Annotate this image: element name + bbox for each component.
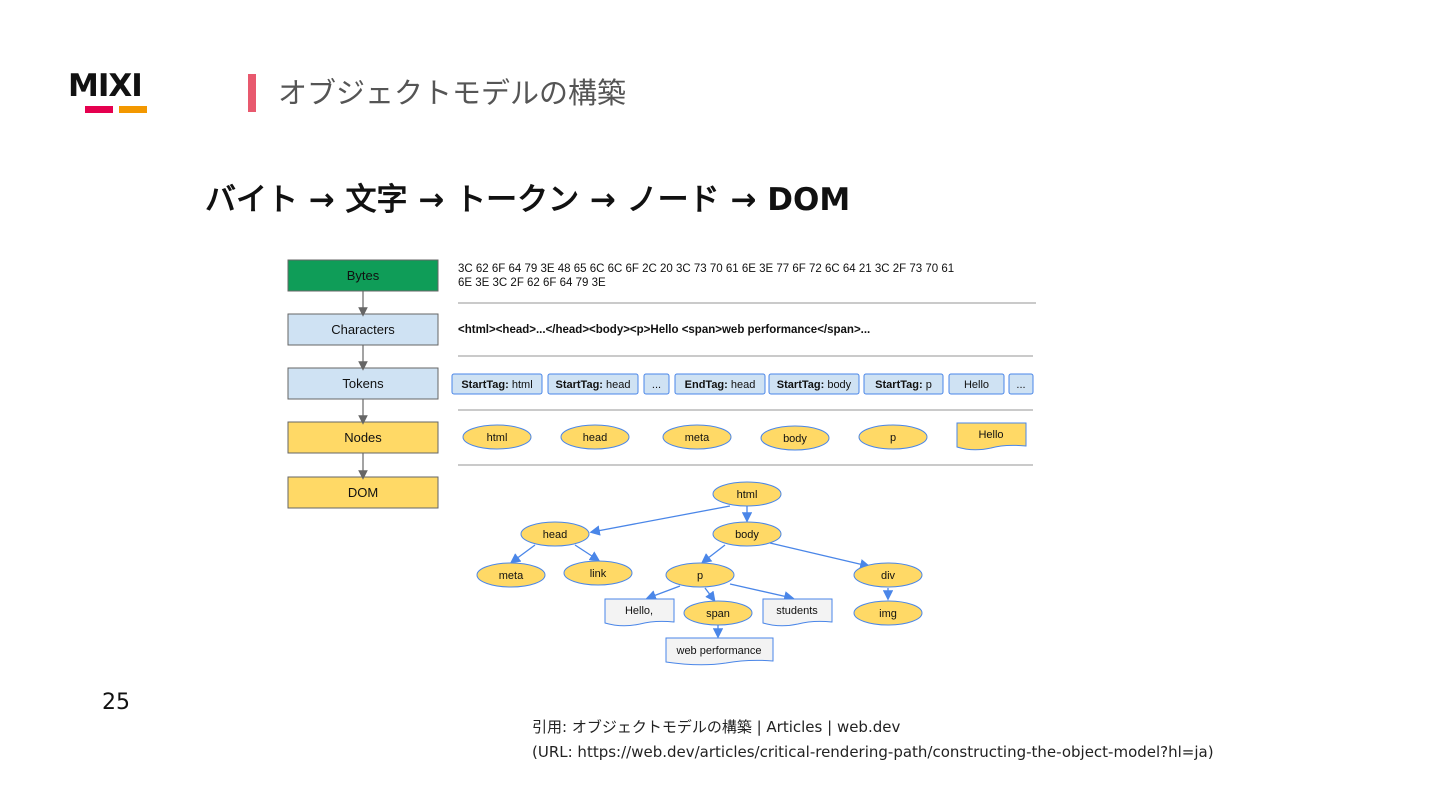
bytes-line-2: 6E 3E 3C 2F 62 6F 64 79 3E (458, 277, 606, 289)
svg-text:span: span (706, 608, 730, 620)
logo-bar-orange (119, 106, 147, 113)
dom-tree: html head body meta link p div Hello, (476, 481, 923, 666)
dom-node-link: link (563, 560, 633, 586)
dom-edge (509, 544, 536, 564)
svg-text:Hello: Hello (964, 379, 989, 391)
slide-title: オブジェクトモデルの構築 (278, 76, 627, 110)
stage-tokens: Tokens (287, 367, 439, 400)
svg-text:StartTag: body: StartTag: body (777, 379, 852, 391)
bytes-line-1: 3C 62 6F 64 79 3E 48 65 6C 6C 6F 2C 20 3… (458, 263, 954, 275)
svg-text:StartTag: html: StartTag: html (461, 379, 532, 391)
node-list: html head meta body p Hello (462, 422, 1027, 451)
dom-node-span: span (683, 600, 753, 626)
svg-text:html: html (737, 489, 758, 501)
svg-text:link: link (590, 568, 607, 580)
stage-nodes-label: Nodes (344, 430, 382, 445)
dom-edge (769, 542, 871, 570)
dom-edge (700, 544, 726, 564)
title-accent-bar (248, 74, 256, 112)
svg-text:body: body (735, 529, 759, 541)
svg-text:img: img (879, 608, 897, 620)
svg-text:...: ... (1016, 379, 1025, 391)
node-html: html (462, 424, 532, 450)
dom-node-meta: meta (476, 562, 546, 588)
stage-dom-label: DOM (348, 485, 378, 500)
svg-text:web performance: web performance (676, 645, 762, 657)
citation-url: (URL: https://web.dev/articles/critical-… (532, 743, 1214, 761)
svg-text:meta: meta (685, 432, 710, 444)
svg-text:p: p (697, 570, 703, 582)
token-starttag-head: StartTag: head (547, 373, 639, 395)
svg-text:StartTag: p: StartTag: p (875, 379, 932, 391)
logo-bar-pink (85, 106, 113, 113)
svg-text:Hello: Hello (978, 429, 1003, 441)
dom-node-img: img (853, 600, 923, 626)
token-starttag-body: StartTag: body (768, 373, 860, 395)
dom-edge (704, 587, 716, 603)
svg-text:div: div (881, 570, 896, 582)
object-model-diagram: Bytes Characters Tokens Nodes DOM 3C 62 … (287, 259, 1036, 666)
stage-tokens-label: Tokens (342, 376, 384, 391)
dom-edge (729, 583, 795, 602)
dom-edge (574, 544, 601, 562)
node-body: body (760, 425, 830, 451)
svg-text:p: p (890, 432, 896, 444)
token-list: StartTag: html StartTag: head ... EndTag… (451, 373, 1034, 395)
characters-text: <html><head>...</head><body><p>Hello <sp… (458, 324, 870, 336)
token-endtag-head: EndTag: head (674, 373, 766, 395)
dom-text-hello: Hello, (604, 598, 675, 627)
stage-nodes: Nodes (287, 421, 439, 454)
pipeline-stages: Bytes Characters Tokens Nodes DOM (287, 259, 439, 509)
dom-node-head: head (520, 521, 590, 547)
dom-node-p: p (665, 562, 735, 588)
token-starttag-html: StartTag: html (451, 373, 543, 395)
node-hello-text: Hello (956, 422, 1027, 451)
stage-bytes-label: Bytes (347, 268, 380, 283)
stage-characters-label: Characters (331, 322, 395, 337)
dom-edge (645, 585, 681, 601)
svg-text:head: head (583, 432, 607, 444)
node-meta: meta (662, 424, 732, 450)
dom-edge (589, 505, 731, 536)
token-ellipsis: ... (1008, 373, 1034, 395)
dom-text-web-performance: web performance (665, 637, 774, 666)
svg-text:students: students (776, 605, 818, 617)
svg-text:body: body (783, 433, 807, 445)
node-head: head (560, 424, 630, 450)
page-number: 25 (102, 690, 130, 715)
stage-characters: Characters (287, 313, 439, 346)
svg-text:head: head (543, 529, 567, 541)
node-p: p (858, 424, 928, 450)
stage-dom: DOM (287, 476, 439, 509)
dom-node-body: body (712, 521, 782, 547)
dom-node-html: html (712, 481, 782, 507)
svg-text:StartTag: head: StartTag: head (556, 379, 631, 391)
slide-subtitle: バイト → 文字 → トークン → ノード → DOM (205, 182, 851, 218)
logo-text: MIXI (68, 68, 143, 104)
svg-text:meta: meta (499, 570, 524, 582)
dom-text-students: students (762, 598, 833, 627)
mixi-logo: MIXI (68, 70, 164, 118)
token-starttag-p: StartTag: p (863, 373, 944, 395)
stage-bytes: Bytes (287, 259, 439, 292)
svg-text:html: html (487, 432, 508, 444)
dom-node-div: div (853, 562, 923, 588)
token-ellipsis: ... (643, 373, 670, 395)
token-hello: Hello (948, 373, 1005, 395)
svg-text:EndTag: head: EndTag: head (685, 379, 756, 391)
svg-text:...: ... (652, 379, 661, 391)
svg-text:Hello,: Hello, (625, 605, 653, 617)
citation-line-1: 引用: オブジェクトモデルの構築 | Articles | web.dev (532, 718, 901, 736)
